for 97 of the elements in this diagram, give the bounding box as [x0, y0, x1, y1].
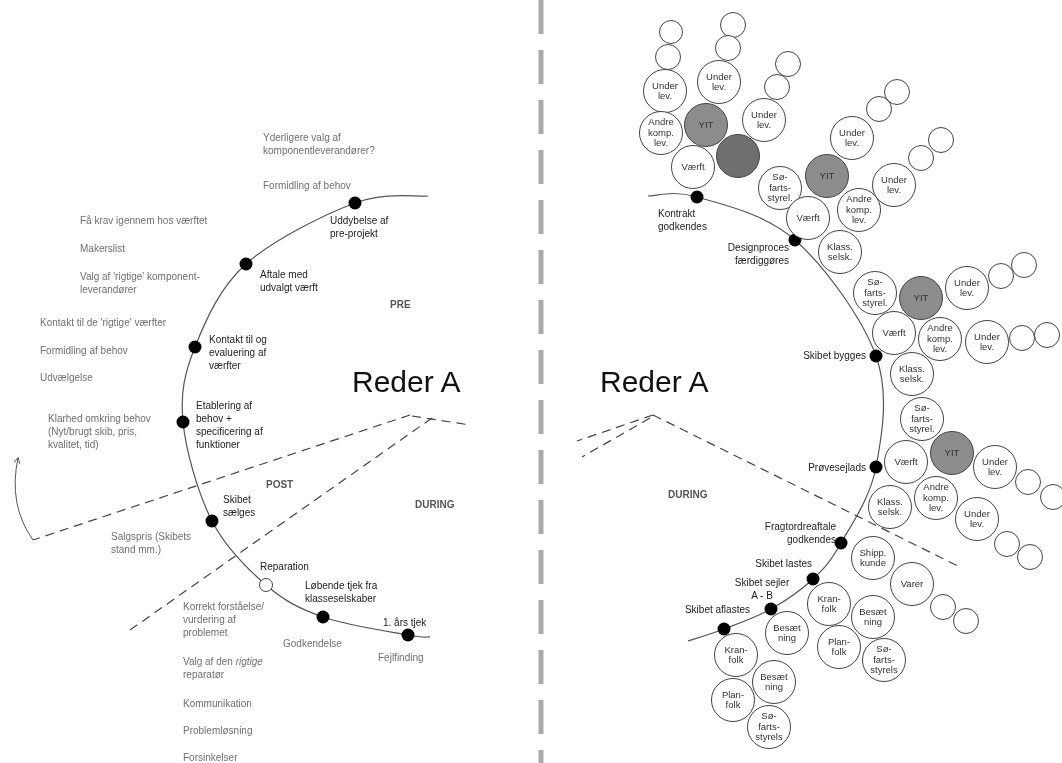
stakeholder-circle: Under lev.	[830, 116, 874, 160]
stakeholder-circle: Klass. selsk.	[890, 352, 934, 396]
milestone-label: Prøvesejlads	[807, 461, 866, 474]
milestone-label: Kontrakt godkendes	[658, 207, 708, 233]
stakeholder-circle: Andre komp. lev.	[639, 111, 683, 155]
note-text: Valg af 'rigtige' komponent-leverandører	[80, 270, 201, 296]
stakeholder-circle: Klass. selsk.	[868, 485, 912, 529]
empty-circle	[988, 263, 1014, 289]
milestone-label: Kontakt til og evaluering af værfter	[209, 333, 268, 372]
milestone-label: Designproces færdiggøres	[726, 241, 789, 267]
stakeholder-circle: Plan-folk	[817, 625, 861, 669]
stakeholder-circle: Værft	[884, 440, 928, 484]
stakeholder-circle: YIT	[899, 276, 943, 320]
stakeholder-circle: Shipp. kunde	[851, 536, 895, 580]
stakeholder-circle: Andre komp. lev.	[914, 476, 958, 520]
note-text: Få krav igennem hos værftet	[80, 214, 208, 227]
phase-label: DURING	[415, 498, 455, 511]
milestone-label: Etablering af behov + specificering af funktioner	[196, 399, 264, 451]
milestone-label: Skibet bygges	[802, 349, 866, 362]
stakeholder-circle: Under lev.	[965, 320, 1009, 364]
milestone-label: Aftale med udvalgt værft	[260, 268, 319, 294]
empty-circle	[1015, 469, 1041, 495]
stakeholder-circle: Under lev.	[872, 163, 916, 207]
empty-circle	[953, 608, 979, 634]
empty-circle	[994, 531, 1020, 557]
stakeholder-circle: Under lev.	[955, 497, 999, 541]
stakeholder-circle: Andre komp. lev.	[918, 317, 962, 361]
milestone-label: Skibet aflastes	[683, 603, 750, 616]
milestone-label: Skibet sælges	[223, 493, 257, 519]
note-text: Forsinkelser	[183, 751, 238, 763]
empty-circle	[716, 134, 760, 178]
stakeholder-circle: Plan-folk	[711, 678, 755, 722]
note-text: Kommunikation	[183, 697, 252, 710]
stakeholder-circle: YIT	[805, 154, 849, 198]
note-text: Godkendelse	[283, 637, 342, 650]
actor-title: Reder A	[352, 364, 461, 400]
milestone-label: 1. års tjek	[383, 616, 427, 629]
empty-circle	[866, 96, 892, 122]
stakeholder-circle: Under lev.	[697, 60, 741, 104]
stakeholder-circle: Sø-farts-styrels	[747, 705, 791, 749]
stakeholder-circle: Under lev.	[945, 266, 989, 310]
empty-circle	[659, 20, 683, 44]
stakeholder-circle: Under lev.	[643, 69, 687, 113]
milestone-label: Uddybelse af pre-projekt	[330, 214, 390, 240]
stakeholder-circle: Klass. selsk.	[818, 230, 862, 274]
stakeholder-circle: Besæt ning	[765, 611, 809, 655]
stakeholder-circle: Kran-folk	[714, 633, 758, 677]
empty-circle	[908, 145, 934, 171]
milestone-label: Skibet sejler A - B	[733, 576, 791, 602]
milestone-label: Fragtordreaftale godkendes	[763, 520, 836, 546]
stakeholder-circle: Værft	[872, 311, 916, 355]
empty-circle	[1011, 252, 1037, 278]
stakeholder-circle: Værft	[671, 145, 715, 189]
milestone-label: Skibet lastes	[754, 557, 812, 570]
stakeholder-circle: Under lev.	[742, 98, 786, 142]
stakeholder-circle: Sø-farts-styrels	[862, 638, 906, 682]
note-text: Udvælgelse	[40, 371, 93, 384]
note-text: Formidling af behov	[40, 344, 128, 357]
stakeholder-circle: Sø-farts-styrel.	[758, 166, 802, 210]
stakeholder-circle: Sø-farts-styrel.	[853, 271, 897, 315]
note-text: Makerslist	[80, 242, 125, 255]
stakeholder-circle: Andre komp. lev.	[837, 188, 881, 232]
actor-title: Reder A	[600, 364, 709, 400]
note-text: Formidling af behov	[263, 179, 351, 192]
empty-circle	[720, 12, 746, 38]
empty-circle	[884, 79, 910, 105]
phase-label: PRE	[390, 298, 411, 311]
empty-circle	[1009, 325, 1035, 351]
empty-circle	[928, 127, 954, 153]
empty-circle	[764, 74, 790, 100]
note-text: Klarhed omkring behov (Nyt/brugt skib, pris, kvalitet, tid)	[48, 412, 152, 451]
stakeholder-circle: Varer	[890, 562, 934, 606]
note-text: Problemløsning	[183, 724, 253, 737]
empty-circle	[775, 51, 801, 77]
note-text: Valg af den rigtige reparatør	[183, 655, 264, 681]
empty-circle	[1040, 484, 1062, 510]
empty-circle	[1034, 322, 1060, 348]
milestone-label: Løbende tjek fra klasseselskaber	[305, 579, 379, 605]
empty-circle	[1017, 544, 1043, 570]
note-text: Fejlfinding	[378, 651, 424, 664]
note-text: Kontakt til de 'rigtige' værfter	[40, 316, 167, 329]
phase-label: POST	[266, 478, 294, 491]
empty-circle	[715, 35, 741, 61]
phase-label: DURING	[668, 488, 708, 501]
stakeholder-circle: Kran-folk	[807, 582, 851, 626]
note-text: Salgspris (Skibets stand mm.)	[111, 530, 193, 556]
stakeholder-circle: YIT	[684, 103, 728, 147]
milestone-label: Reparation	[260, 560, 309, 573]
note-text: Korrekt forståelse/ vurdering af problemet	[183, 600, 266, 639]
stakeholder-circle: Under lev.	[973, 445, 1017, 489]
empty-circle	[930, 594, 956, 620]
empty-circle	[655, 44, 681, 70]
stakeholder-circle: Sø-farts-styrel.	[900, 397, 944, 441]
note-text: Yderligere valg af komponentleverandører?	[263, 131, 376, 157]
stakeholder-circle: Besæt ning	[851, 595, 895, 639]
stakeholder-circle: YIT	[930, 431, 974, 475]
stakeholder-circle: Besæt ning	[752, 660, 796, 704]
